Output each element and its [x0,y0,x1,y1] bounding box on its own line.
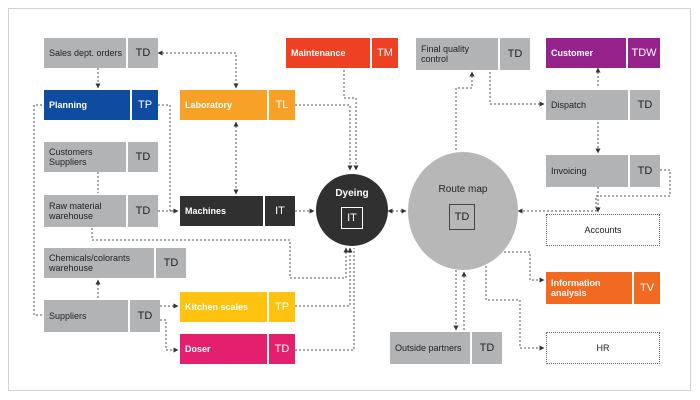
node-code: TD [470,332,502,364]
node-code: TD [267,334,295,364]
node-code: TL [267,90,295,120]
node-code: TP [130,90,158,120]
node-label: Suppliers [49,311,87,321]
link-laboratory-dyeing [295,104,353,171]
link-final-quality-dispatch [489,72,545,107]
node-kitchen-scales[interactable]: Kitchen scales TP [180,292,295,322]
link-kitchen-dyeing [295,247,353,307]
node-dispatch[interactable]: Dispatch TD [546,90,660,120]
node-label: Laboratory [185,100,233,110]
node-label: Sales dept. orders [49,48,123,58]
node-machines[interactable]: Machines IT [180,196,295,226]
node-label: Planning [49,100,87,110]
node-accounts[interactable]: Accounts [546,214,660,246]
node-hr[interactable]: HR [546,332,660,364]
node-code: IT [263,196,295,226]
link-planning-suppliers [33,104,44,316]
node-label: Raw material warehouse [49,201,102,221]
node-code: TD [126,38,158,68]
node-label: Dispatch [551,100,587,110]
node-label: Doser [185,344,211,354]
node-code: TDW [626,38,660,68]
node-label: Invoicing [551,166,587,176]
node-label: Chemicals/colorants warehouse [49,253,131,273]
node-code: TD [128,300,160,332]
link-route-information [497,246,545,283]
node-code: TV [632,272,660,304]
node-code: TD [154,248,186,278]
route-map-code: TD [449,204,475,230]
dyeing-title: Dyeing [335,188,369,199]
link-invoicing-route [517,169,671,214]
node-suppliers[interactable]: Suppliers TD [44,300,160,332]
node-label: Maintenance [291,48,346,58]
link-sales-laboratory [157,50,239,89]
node-code: TP [267,292,295,322]
node-code: TD [126,195,158,227]
node-label: Information analysis [551,278,601,298]
node-label: Kitchen scales [185,302,249,312]
node-code: TD [628,155,660,187]
link-suppliers-doser [160,319,179,353]
link-doser-dyeing [295,248,355,351]
node-label: Outside partners [395,343,462,353]
node-label: Customer [551,48,594,58]
node-label: Accounts [584,225,622,235]
node-customers-suppliers[interactable]: Customers Suppliers TD [44,142,158,172]
node-code: TD [628,90,660,120]
node-chemicals-colorants-warehouse[interactable]: Chemicals/colorants warehouse TD [44,248,186,278]
route-map-circle[interactable]: Route map TD [408,152,518,270]
node-planning[interactable]: Planning TP [44,90,158,120]
link-planning-machines [158,104,180,212]
dyeing-circle[interactable]: Dyeing IT [316,174,388,246]
node-code: TD [498,38,530,70]
node-doser[interactable]: Doser TD [180,334,295,364]
node-label: HR [596,343,610,353]
link-raw-dyeing [91,228,349,279]
node-information-analysis[interactable]: Information analysis TV [546,272,660,304]
route-map-title: Route map [438,184,488,195]
node-label: Machines [185,206,227,216]
link-maintenance-dyeing [343,70,359,171]
node-label: Final quality control [421,44,470,64]
node-label: Customers Suppliers [49,147,93,167]
link-route-final-quality [455,71,475,150]
node-code: TM [370,38,398,68]
node-code: TD [126,142,158,172]
node-raw-material-warehouse[interactable]: Raw material warehouse TD [44,195,158,227]
link-route-hr [485,262,545,351]
node-maintenance[interactable]: Maintenance TM [286,38,398,68]
dyeing-code: IT [341,207,363,229]
node-sales-dept-orders[interactable]: Sales dept. orders TD [44,38,158,68]
node-final-quality-control[interactable]: Final quality control TD [416,38,530,70]
node-invoicing[interactable]: Invoicing TD [546,155,660,187]
node-laboratory[interactable]: Laboratory TL [180,90,295,120]
node-outside-partners[interactable]: Outside partners TD [390,332,502,364]
node-customer[interactable]: Customer TDW [546,38,660,68]
